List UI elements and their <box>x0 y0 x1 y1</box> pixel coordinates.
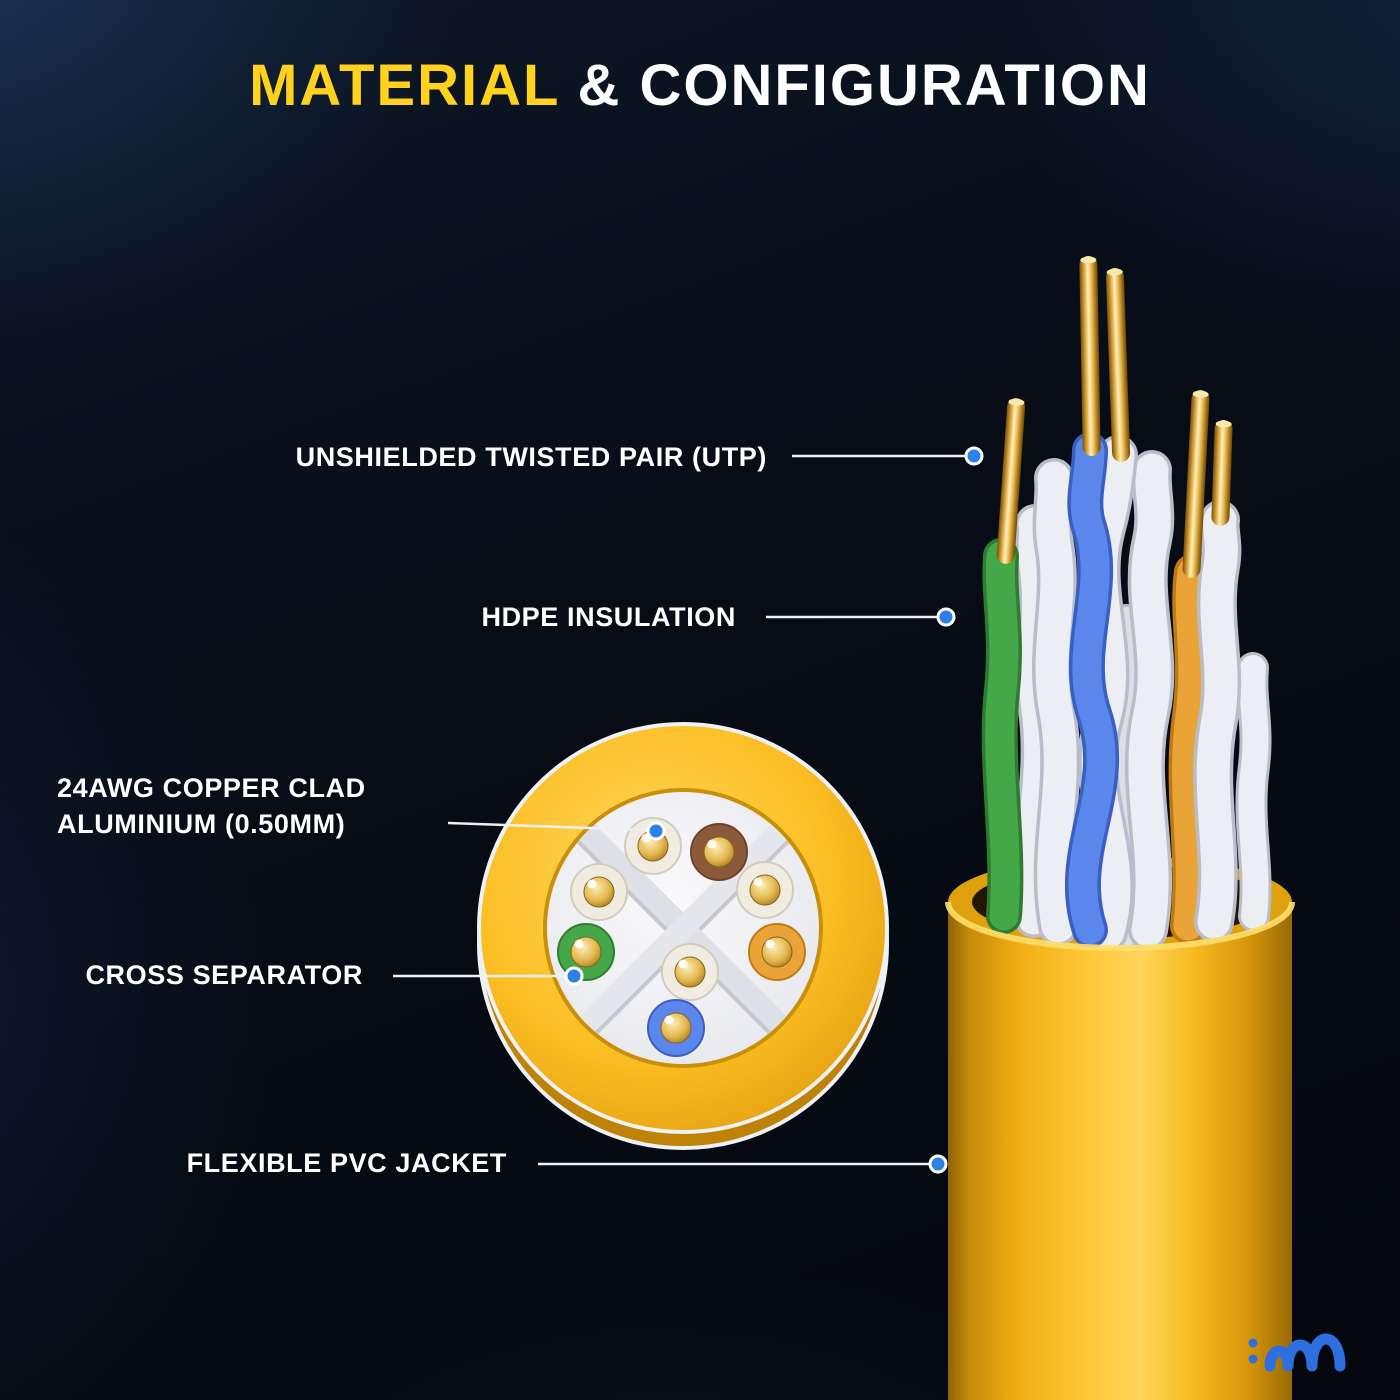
copper-conductor-tips <box>996 256 1233 578</box>
title-rest: & CONFIGURATION <box>577 53 1151 118</box>
cross-section-wires <box>557 817 806 1057</box>
cs-wire-white-bottom <box>661 943 719 1001</box>
white-strand-far-right <box>1251 668 1255 916</box>
pvc-jacket-front <box>948 902 1292 1400</box>
brand-logo <box>1248 1333 1346 1372</box>
copper-tip-tall-left <box>1079 256 1101 456</box>
cs-wire-white-top <box>624 817 682 875</box>
copper-tip-right <box>1182 390 1210 578</box>
orange-wire-strand <box>1187 572 1193 926</box>
cs-wire-white-left <box>570 863 628 921</box>
logo-wave-m <box>1264 1333 1346 1372</box>
callout-dot-utp <box>964 446 984 466</box>
callout-label-copper: 24AWG COPPER CLAD ALUMINIUM (0.50MM) <box>57 770 366 842</box>
blue-wire-strand <box>1083 450 1101 930</box>
jacket-rim-front-highlight <box>945 901 1295 952</box>
callout-dot-hdpe <box>936 607 956 627</box>
page-title: MATERIAL & CONFIGURATION <box>0 52 1400 119</box>
cs-wire-brown <box>690 823 748 881</box>
callout-label-utp: UNSHIELDED TWISTED PAIR (UTP) <box>295 442 767 472</box>
callout-label-cross-separator: CROSS SEPARATOR <box>85 960 363 990</box>
cross-section-inset <box>477 722 889 1150</box>
white-strand-center-right <box>1145 470 1154 930</box>
callout-dot-cross <box>564 966 584 986</box>
white-strand-center-left <box>1052 478 1060 926</box>
copper-tip-far-right <box>1211 420 1233 526</box>
callout-label-hdpe: HDPE INSULATION <box>481 602 736 632</box>
green-wire-strand <box>1000 556 1006 916</box>
callout-label-copper-line1: 24AWG COPPER CLAD <box>57 773 366 803</box>
logo-dot-top <box>1248 1338 1258 1348</box>
callout-line-copper <box>447 821 649 832</box>
cs-wire-blue <box>647 999 705 1057</box>
copper-tip-tall-right <box>1105 268 1131 462</box>
logo-dot-bottom <box>1248 1354 1258 1364</box>
callout-dot-copper <box>646 821 666 841</box>
cs-wire-orange <box>748 923 806 981</box>
cs-wire-green <box>557 923 615 981</box>
callout-dot-jacket <box>928 1154 948 1174</box>
callout-label-copper-line2: ALUMINIUM (0.50MM) <box>57 809 346 839</box>
copper-tip-left <box>996 398 1026 564</box>
white-strand-right <box>1213 520 1221 922</box>
callout-dots <box>564 446 984 1174</box>
callout-label-pvc-jacket: FLEXIBLE PVC JACKET <box>186 1148 507 1178</box>
cs-wire-white-right <box>736 861 794 919</box>
callout-lines <box>393 454 966 1166</box>
title-highlight: MATERIAL <box>249 53 560 118</box>
cable-cutaway <box>945 256 1295 1400</box>
